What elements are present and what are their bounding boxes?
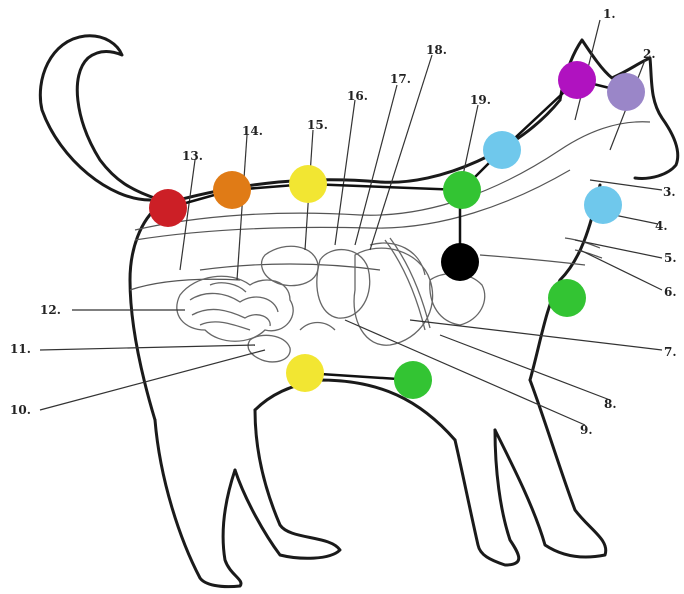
label-9: 9. [580,423,593,437]
label-13: 13. [182,149,203,163]
violet-dot [558,61,596,99]
yellow-dot-back [289,165,327,203]
label-10: 10. [10,403,31,417]
yellow-dot-belly [286,354,324,392]
bladder [248,335,290,362]
green-dot-chest [548,279,586,317]
blue-dot-throat [584,186,622,224]
black-dot [441,243,479,281]
organs [177,238,485,362]
label-5: 5. [664,251,677,265]
label-2: 2. [643,47,656,61]
label-16: 16. [347,89,368,103]
label-6: 6. [664,285,677,299]
blue-dot-neck [483,131,521,169]
label-1: 1. [603,7,616,21]
label-19: 19. [470,93,491,107]
kidney [262,246,319,285]
label-14: 14. [242,124,263,138]
green-dot-belly [394,361,432,399]
label-3: 3. [663,185,676,199]
label-8: 8. [604,397,617,411]
label-17: 17. [390,72,411,86]
label-15: 15. [307,118,328,132]
label-4: 4. [655,219,668,233]
label-12: 12. [40,303,61,317]
stomach [317,250,370,319]
intestines [177,276,293,341]
red-dot [149,189,187,227]
label-11: 11. [10,342,31,356]
label-18: 18. [426,43,447,57]
label-7: 7. [664,345,677,359]
orange-dot [213,171,251,209]
green-dot-back [443,171,481,209]
indigo-dot [607,73,645,111]
heart [430,274,485,325]
